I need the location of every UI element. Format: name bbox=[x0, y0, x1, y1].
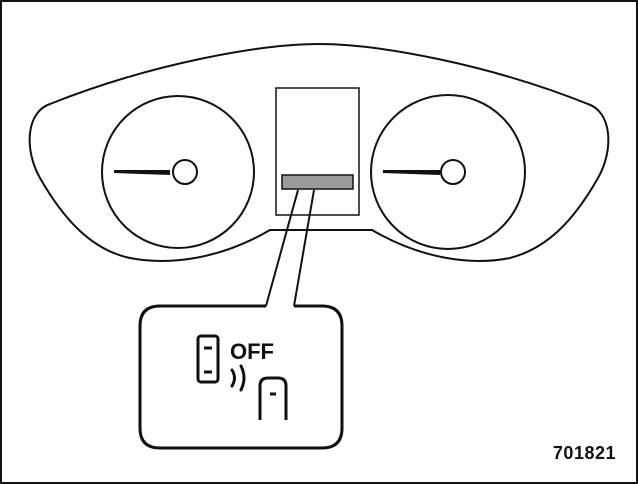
right-gauge-needle bbox=[383, 170, 440, 175]
indicator-off-text: OFF bbox=[230, 339, 274, 364]
right-gauge-hub bbox=[440, 159, 466, 185]
center-display bbox=[275, 87, 360, 216]
center-display-frame bbox=[275, 87, 360, 216]
right-gauge-dial bbox=[370, 94, 526, 250]
indicator-bar bbox=[281, 174, 354, 190]
callout-box bbox=[138, 304, 344, 450]
figure-number: 701821 bbox=[552, 443, 616, 463]
left-gauge-hub bbox=[172, 159, 198, 185]
lane-marking-outline bbox=[196, 334, 220, 384]
left-gauge-needle bbox=[114, 170, 170, 175]
left-gauge bbox=[101, 95, 255, 249]
leader-lines bbox=[265, 189, 315, 307]
lane-keep-assist-off-icon bbox=[196, 334, 288, 420]
cluster-housing bbox=[28, 42, 610, 262]
left-gauge-dial bbox=[101, 95, 255, 249]
right-gauge bbox=[370, 94, 526, 250]
vehicle-icon bbox=[258, 376, 288, 420]
warning-wave-icon bbox=[230, 368, 236, 388]
